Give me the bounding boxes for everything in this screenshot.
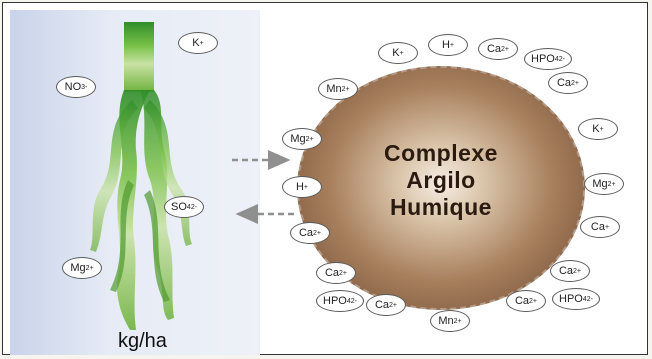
ion-around: K+	[378, 42, 418, 64]
ion-left: K+	[178, 32, 218, 54]
complex-label: Complexe Argilo Humique	[297, 140, 585, 221]
complex-label-line3: Humique	[297, 194, 585, 221]
complex-label-line1: Complexe	[297, 140, 585, 167]
ion-around: H+	[282, 176, 322, 198]
plant-root-icon	[90, 22, 192, 330]
complex-label-line2: Argilo	[297, 167, 585, 194]
unit-label: kg/ha	[118, 330, 167, 353]
ion-around: H+	[428, 34, 468, 56]
ion-around: Ca+	[580, 216, 620, 238]
ion-around: K+	[578, 118, 618, 140]
